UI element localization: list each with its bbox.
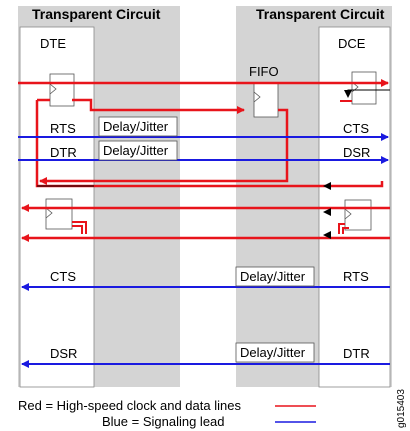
dsr-right-label: DSR [343,145,370,160]
delay-label-rts: Delay/Jitter [103,119,169,134]
delay-box-dsr [235,342,315,363]
legend-red-text: Red = High-speed clock and data lines [18,398,241,413]
delay-label-cts: Delay/Jitter [240,269,306,284]
dte-label: DTE [40,36,66,51]
rts-right-label: RTS [343,269,369,284]
fifo-clock-icon [253,91,261,103]
dce-bottom-loop [338,223,345,234]
cts-right-label: CTS [343,121,369,136]
dsr-left-label: DSR [50,346,77,361]
left-circuit-header: Transparent Circuit [32,6,161,22]
legend-blue-text: Blue = Signaling lead [102,414,225,429]
delay-box-dtr [98,140,178,161]
red-clock-loop-to-fifo [72,98,245,114]
dte-bottom-flipflop [45,198,73,230]
dce-bottom-clock-icon [344,208,352,220]
delay-label-dsr: Delay/Jitter [240,345,306,360]
figure-id: g015403 [396,389,407,428]
delay-label-dtr: Delay/Jitter [103,143,169,158]
delay-box-rts [98,116,178,137]
dce-label: DCE [338,36,366,51]
right-circuit-header: Transparent Circuit [256,6,385,22]
dce-top-flipflop [351,71,377,105]
dte-bottom-clock-icon [45,207,53,219]
delay-box-cts [235,266,315,287]
dte-bottom-loop [72,221,87,234]
dtr-label: DTR [50,145,77,160]
dce-bottom-flipflop [344,199,372,231]
red-fifo-return [39,108,289,185]
dce-bottom-loop-2 [342,227,349,234]
rts-label: RTS [50,121,76,136]
fifo-label: FIFO [249,64,279,79]
cts-left-label: CTS [50,269,76,284]
dce-top-loop [344,89,390,98]
dtr-right-label: DTR [343,346,370,361]
dte-bottom-loop-2 [72,225,83,234]
red-dte-feed [35,100,384,188]
dte-top-clock-icon [49,83,57,95]
dte-top-flipflop [49,73,75,107]
fifo-box [253,82,279,118]
